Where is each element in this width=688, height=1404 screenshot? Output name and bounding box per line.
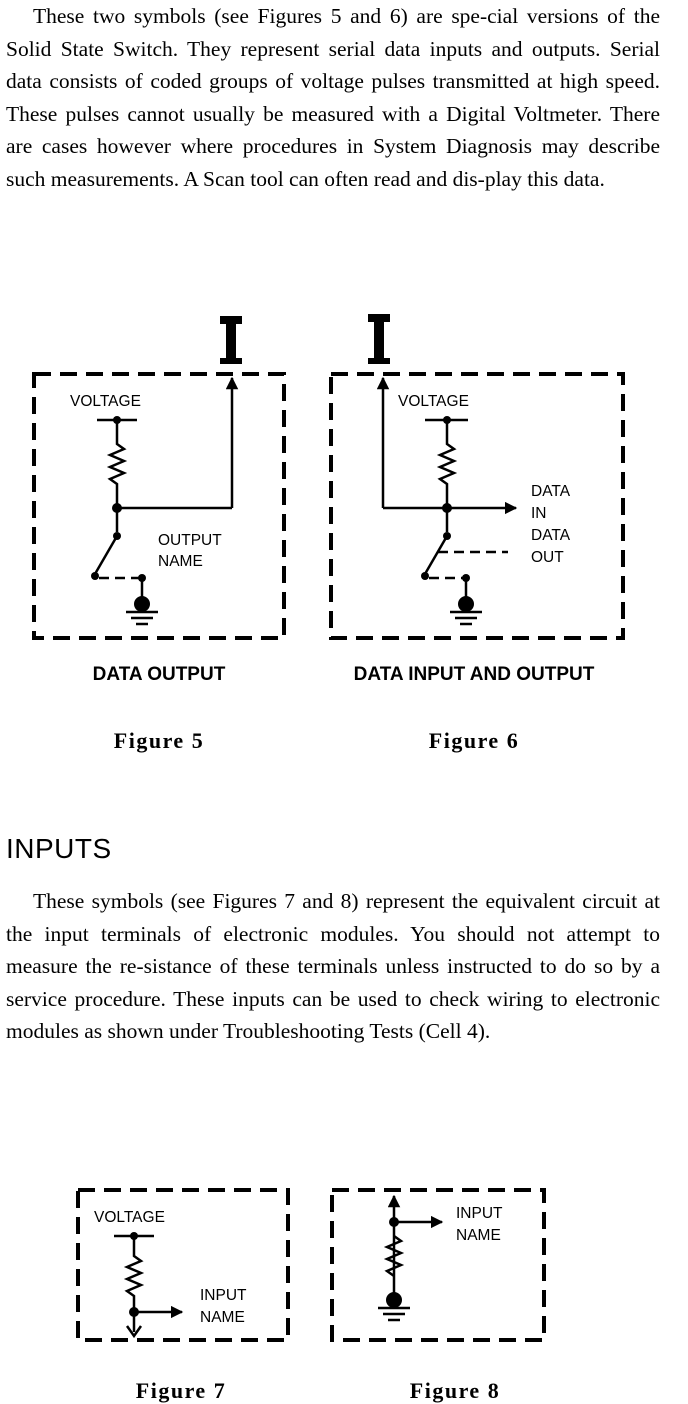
switch-icon	[423, 535, 449, 575]
figure-5-diagram: VOLTAGE OUTPUT NAME	[32, 316, 286, 640]
output-name-label-2: NAME	[158, 553, 203, 570]
ground-icon	[126, 596, 158, 626]
inputs-heading: INPUTS	[6, 833, 112, 864]
input-name-label-1: INPUT	[456, 1205, 503, 1222]
data-out-label-2: OUT	[531, 549, 564, 566]
figure-6-caption: DATA INPUT AND OUTPUT	[354, 664, 595, 685]
input-box	[330, 1188, 546, 1342]
input-name-label-2: NAME	[456, 1227, 501, 1244]
voltage-label: VOLTAGE	[94, 1209, 165, 1226]
figure-7-diagram: VOLTAGE INPUT NAME	[76, 1188, 290, 1342]
intro-paragraph: These two symbols (see Figures 5 and 6) …	[6, 4, 660, 191]
figure-8-diagram: INPUT NAME	[330, 1188, 546, 1342]
connector-icon	[220, 316, 242, 364]
resistor-icon	[436, 420, 458, 508]
data-in-label-2: IN	[531, 505, 547, 522]
voltage-label: VOLTAGE	[70, 393, 141, 410]
figure-5-caption: DATA OUTPUT	[93, 664, 226, 685]
connector-icon	[368, 314, 390, 364]
data-in-label-1: DATA	[531, 483, 571, 500]
data-out-label-1: DATA	[531, 527, 571, 544]
data-input-output-box	[329, 372, 625, 640]
figure-8-number: Figure 8	[410, 1378, 500, 1403]
switch-icon	[93, 535, 119, 575]
resistor-icon	[383, 1234, 405, 1278]
inputs-paragraph: These symbols (see Figures 7 and 8) repr…	[6, 889, 660, 1043]
input-name-label-1: INPUT	[200, 1287, 247, 1304]
voltage-label: VOLTAGE	[398, 393, 469, 410]
output-name-label-1: OUTPUT	[158, 532, 222, 549]
resistor-icon	[123, 1236, 145, 1312]
data-output-box	[32, 372, 286, 640]
ground-icon	[450, 596, 482, 626]
figure-7-number: Figure 7	[136, 1378, 226, 1403]
figure-6-diagram: VOLTAGE DATA IN DATA OUT	[329, 314, 625, 640]
input-box	[76, 1188, 290, 1342]
input-name-label-2: NAME	[200, 1309, 245, 1326]
resistor-icon	[106, 420, 128, 508]
figure-6-number: Figure 6	[429, 728, 519, 753]
figure-5-number: Figure 5	[114, 728, 204, 753]
ground-icon	[378, 1292, 410, 1322]
